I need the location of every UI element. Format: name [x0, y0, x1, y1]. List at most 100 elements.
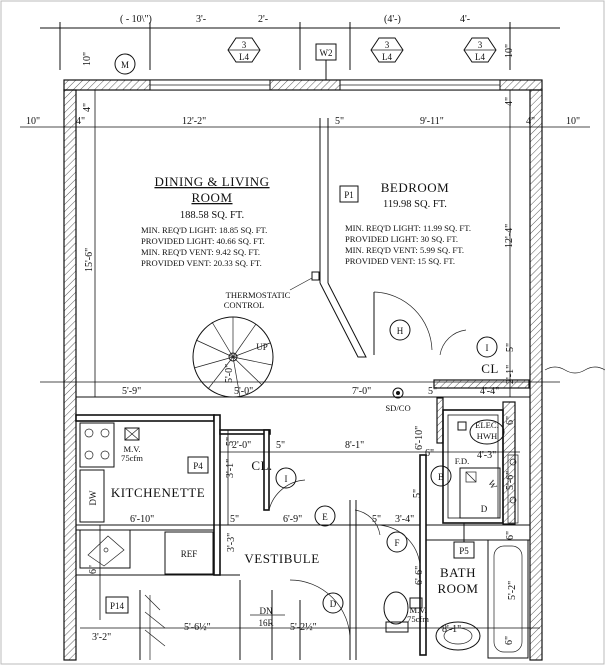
svg-text:10": 10": [82, 52, 93, 66]
svg-text:5": 5": [505, 343, 516, 352]
svg-text:SD/CO: SD/CO: [385, 403, 410, 413]
svg-text:6": 6": [505, 416, 516, 425]
svg-text:4": 4": [526, 116, 535, 127]
svg-text:5'-2": 5'-2": [507, 581, 518, 600]
bedroom-door: [373, 291, 433, 355]
door-swing-e: [354, 509, 381, 536]
window-tag-hex-1: 3 L4: [227, 37, 261, 63]
svg-text:5'-9": 5'-9": [122, 386, 141, 397]
svg-text:PROVIDED LIGHT: 30 SQ. FT.: PROVIDED LIGHT: 30 SQ. FT.: [345, 234, 458, 244]
svg-text:REF: REF: [181, 549, 198, 559]
svg-text:3'-2": 3'-2": [92, 632, 111, 643]
svg-text:3'-1": 3'-1": [225, 459, 236, 478]
svg-text:DW: DW: [88, 490, 98, 505]
door-tag-m: M: [114, 53, 136, 75]
svg-text:4'-4": 4'-4": [480, 386, 499, 397]
svg-text:5": 5": [335, 116, 344, 127]
door-tag-f: F: [377, 524, 421, 566]
stair-down: DN 16R: [139, 580, 301, 660]
svg-text:7'-0": 7'-0": [352, 386, 371, 397]
floor-drain: F.D.: [455, 421, 469, 466]
svg-text:DN: DN: [260, 606, 273, 616]
svg-text:10": 10": [26, 116, 40, 127]
svg-text:THERMOSTATIC: THERMOSTATIC: [226, 290, 291, 300]
svg-text:2'-1": 2'-1": [505, 365, 516, 384]
svg-text:75cfm: 75cfm: [407, 614, 429, 624]
svg-text:5'-0": 5'-0": [234, 386, 253, 397]
svg-text:ROOM: ROOM: [191, 190, 232, 205]
svg-text:P5: P5: [459, 546, 469, 556]
closet-lower: CL. I: [251, 458, 306, 511]
refrigerator: REF: [164, 531, 214, 575]
svg-text:8'-1": 8'-1": [345, 440, 364, 451]
svg-text:6": 6": [425, 448, 434, 459]
vestibule-label: VESTIBULE: [244, 551, 319, 566]
svg-text:5": 5": [276, 440, 285, 451]
toilet: [383, 591, 409, 633]
svg-text:CL: CL: [481, 361, 499, 376]
svg-text:M: M: [121, 60, 129, 70]
svg-text:4": 4": [504, 97, 515, 106]
tag-w2: W2: [315, 43, 337, 80]
svg-text:L4: L4: [239, 52, 249, 62]
svg-text:5'-2½": 5'-2½": [290, 622, 317, 633]
svg-text:UP: UP: [256, 342, 268, 352]
smoke-detector: SD/CO: [385, 387, 411, 413]
svg-text:2'-0": 2'-0": [232, 440, 251, 451]
svg-text:ROOM: ROOM: [437, 581, 478, 596]
svg-text:PROVIDED VENT: 15 SQ. FT.: PROVIDED VENT: 15 SQ. FT.: [345, 256, 455, 266]
interior-walls: [75, 118, 530, 656]
svg-text:( - 10\"): ( - 10\"): [120, 14, 152, 25]
svg-text:3: 3: [385, 40, 390, 50]
svg-text:10": 10": [504, 44, 515, 58]
svg-text:8'-1": 8'-1": [442, 624, 461, 635]
thermostat-note: THERMOSTATIC CONTROL: [224, 271, 320, 310]
svg-text:F: F: [394, 538, 399, 548]
bathtub: [487, 539, 529, 659]
wall-hatch-right: [507, 454, 519, 524]
window-tag-hex-3: 3 L4: [463, 37, 497, 63]
svg-text:12'-4": 12'-4": [504, 224, 515, 248]
svg-text:6'-10": 6'-10": [414, 426, 425, 450]
svg-text:6": 6": [505, 531, 516, 540]
svg-text:3: 3: [478, 40, 483, 50]
svg-text:5": 5": [412, 489, 423, 498]
svg-text:4'-: 4'-: [460, 14, 470, 25]
stove: [79, 422, 115, 468]
kitchenette-label: KITCHENETTE: [111, 485, 205, 500]
svg-text:12'-2": 12'-2": [182, 116, 206, 127]
tag-p5: P5: [453, 523, 475, 559]
closet-upper: I CL: [439, 329, 605, 376]
room-bedroom: BEDROOM 119.98 SQ. FT. MIN. REQ'D LIGHT:…: [345, 180, 471, 266]
dishwasher: DW: [79, 469, 105, 523]
svg-text:6": 6": [88, 565, 99, 574]
svg-text:MIN. REQ'D LIGHT: 18.85 SQ. FT: MIN. REQ'D LIGHT: 18.85 SQ. FT.: [141, 225, 267, 235]
mv-fan-bath: M.V. 75cfm: [407, 597, 429, 624]
tag-p14: P14: [105, 596, 129, 614]
tag-p1: P1: [339, 185, 359, 203]
svg-text:4": 4": [82, 103, 93, 112]
svg-text:PROVIDED LIGHT: 40.66 SQ. FT.: PROVIDED LIGHT: 40.66 SQ. FT.: [141, 236, 265, 246]
svg-text:E: E: [322, 512, 328, 522]
svg-text:3: 3: [242, 40, 247, 50]
spiral-stair: UP: [192, 316, 274, 398]
svg-text:CONTROL: CONTROL: [224, 300, 265, 310]
svg-text:5": 5": [428, 386, 437, 397]
svg-text:2'-: 2'-: [258, 14, 268, 25]
svg-text:3'-: 3'-: [196, 14, 206, 25]
svg-text:6": 6": [504, 636, 515, 645]
svg-text:CL.: CL.: [251, 458, 272, 473]
svg-text:16R: 16R: [258, 618, 273, 628]
dimension-lines: [20, 90, 590, 629]
room-bath: BATH ROOM: [437, 565, 478, 596]
svg-text:75cfm: 75cfm: [121, 453, 143, 463]
svg-text:H: H: [397, 326, 404, 336]
svg-text:MIN. REQ'D VENT: 5.99 SQ. FT.: MIN. REQ'D VENT: 5.99 SQ. FT.: [345, 245, 464, 255]
room-dining-living: DINING & LIVING ROOM 188.58 SQ. FT. MIN.…: [141, 174, 269, 268]
elec-hwh: ELEC. HWH: [469, 419, 505, 445]
door-tag-d: D: [289, 500, 357, 660]
exterior-walls: [63, 79, 543, 661]
svg-text:4'-3": 4'-3": [477, 450, 496, 461]
